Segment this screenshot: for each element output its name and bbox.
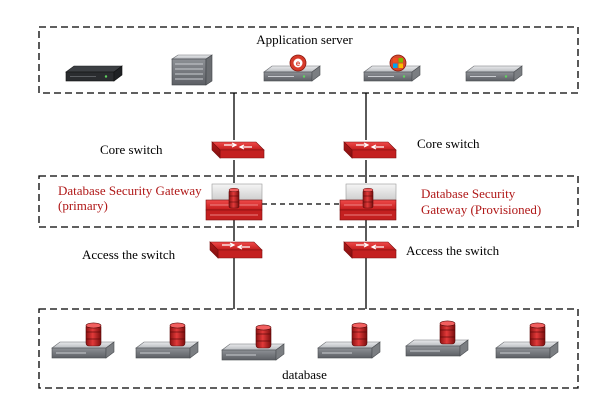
database-label: database (282, 367, 327, 382)
security-gateway-primary-icon (205, 183, 263, 221)
server-windows-icon (363, 54, 421, 82)
gateway-primary-label-line1: Database Security Gateway (58, 183, 202, 198)
db-server-2-icon (135, 322, 199, 359)
gateway-primary-label-line2: (primary) (58, 198, 108, 213)
access-switch-left-icon (209, 241, 263, 259)
application-server-label: Application server (256, 32, 353, 47)
gateway-group-box (38, 175, 579, 228)
tower-server-icon (171, 54, 213, 86)
database-group-box (38, 308, 579, 389)
db-server-5-icon (405, 320, 469, 357)
server-ie-icon: e (263, 54, 321, 82)
svg-text:e: e (296, 59, 301, 68)
core-switch-left-icon (211, 141, 265, 159)
rack-server-dark-icon (65, 65, 123, 82)
gateway-provisioned-label-line2: Gateway (Provisioned) (421, 202, 542, 217)
access-switch-right-label: Access the switch (406, 243, 500, 258)
db-server-6-icon (495, 322, 559, 359)
gateway-provisioned-label: Database Security Gateway (Provisioned) (421, 186, 591, 218)
access-switch-right-icon (343, 241, 397, 259)
application-server-group-box (38, 26, 579, 94)
gateway-provisioned-label-line1: Database Security (421, 186, 516, 201)
db-server-1-icon (51, 322, 115, 359)
core-switch-right-label: Core switch (417, 136, 480, 151)
core-switch-right-icon (343, 141, 397, 159)
db-server-4-icon (317, 322, 381, 359)
gateway-primary-label: Database Security Gateway (primary) (58, 183, 208, 213)
security-gateway-provisioned-icon (339, 183, 397, 221)
core-switch-left-label: Core switch (100, 142, 163, 157)
db-server-3-icon (221, 324, 285, 361)
access-switch-left-label: Access the switch (82, 247, 176, 262)
server-plain-icon (465, 65, 523, 82)
